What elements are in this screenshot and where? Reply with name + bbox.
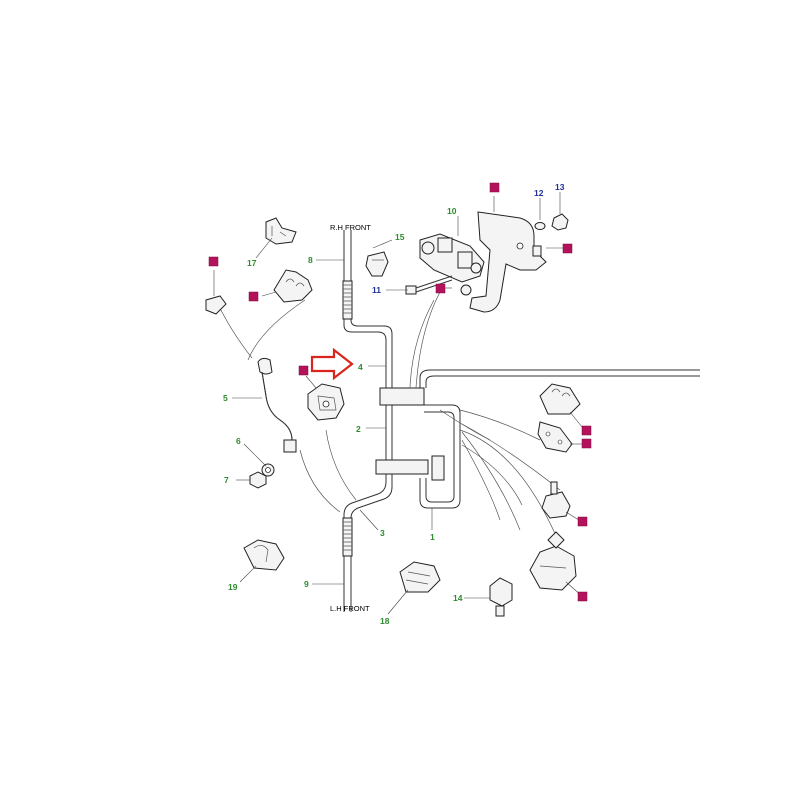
callout-14: 14	[453, 593, 463, 603]
mounting-bracket-plate	[469, 211, 547, 313]
bracket-22	[307, 383, 345, 421]
callout-7: 7	[224, 475, 229, 485]
large-pipe-clip	[529, 531, 577, 591]
direction-arrow-icon	[310, 347, 354, 381]
callout-9: 9	[304, 579, 309, 589]
reference-marker	[581, 438, 592, 449]
brake-pipe-runs	[343, 230, 700, 612]
callout-17: 17	[247, 258, 257, 268]
callout-15: 15	[395, 232, 405, 242]
triple-pipe-clip-16	[273, 269, 313, 303]
callout-19: 19	[228, 582, 238, 592]
rh-front-label: R.H FRONT	[330, 223, 371, 232]
callout-8: 8	[308, 255, 313, 265]
callout-6: 6	[236, 436, 241, 446]
flex-hose-5	[205, 295, 297, 453]
callout-18: 18	[380, 616, 390, 626]
lh-front-label: L.H FRONT	[330, 604, 370, 613]
clip-15	[365, 251, 389, 277]
flexible-hose-sections	[342, 280, 353, 557]
nut-13	[551, 213, 569, 231]
routing-lines	[247, 291, 561, 546]
callout-3: 3	[380, 528, 385, 538]
reference-marker	[577, 516, 588, 527]
pressure-valve-10	[419, 233, 485, 283]
reference-marker	[562, 243, 573, 254]
reference-marker	[208, 256, 219, 267]
reference-marker	[435, 283, 446, 294]
callout-5: 5	[223, 393, 228, 403]
olive-6	[261, 463, 275, 477]
reference-marker	[581, 425, 592, 436]
callout-11: 11	[372, 285, 381, 295]
reference-marker	[298, 365, 309, 376]
callout-2: 2	[356, 424, 361, 434]
reference-markers	[208, 182, 592, 602]
callout-1: 1	[430, 532, 435, 542]
pipe-clip-right-upper	[539, 383, 581, 415]
bolt	[532, 245, 542, 257]
nut-7	[249, 471, 267, 489]
pipe-clip-17	[265, 217, 297, 245]
callout-4: 4	[358, 362, 363, 372]
washer-12	[534, 222, 546, 230]
reference-marker	[489, 182, 500, 193]
junction-blocks	[375, 387, 445, 481]
stud-clip	[541, 481, 571, 519]
reference-marker	[577, 591, 588, 602]
clip-18	[399, 561, 441, 593]
mounting-strap	[537, 421, 573, 453]
nut	[460, 284, 472, 296]
callout-10: 10	[447, 206, 457, 216]
clip-14	[489, 577, 513, 617]
reference-marker	[248, 291, 259, 302]
callout-13: 13	[555, 182, 565, 192]
callout-12: 12	[534, 188, 544, 198]
clip-19	[243, 539, 285, 571]
